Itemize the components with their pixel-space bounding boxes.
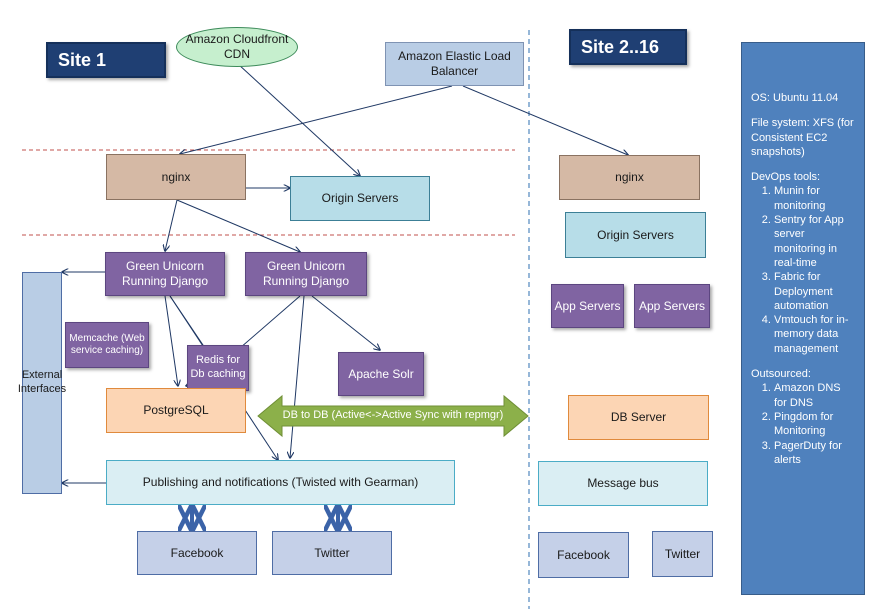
- cloudfront-cdn-node: Amazon Cloudfront CDN: [176, 27, 298, 67]
- redis-node: Redis for Db caching: [187, 345, 249, 391]
- edge-nginx-django1: [165, 199, 178, 251]
- edge-elb-nginx-site2: [462, 85, 628, 155]
- site-2-title: Site 2..16: [569, 29, 687, 65]
- site2-app-servers-node-1: App Servers: [551, 284, 624, 328]
- devops-tools-list: Munin for monitoring Sentry for App serv…: [751, 184, 856, 356]
- edge-cdn-origin: [237, 63, 360, 176]
- site2-message-bus-node: Message bus: [538, 461, 708, 506]
- devops-tool-item: Vmtouch for in-memory data management: [774, 313, 856, 356]
- origin-servers-node: Origin Servers: [290, 176, 430, 221]
- outsourced-item: PagerDuty for alerts: [774, 439, 856, 468]
- filesystem-text: File system: XFS (for Consistent EC2 sna…: [751, 117, 854, 158]
- devops-tool-item: Munin for monitoring: [774, 184, 856, 213]
- devops-tool-item: Fabric for Deployment automation: [774, 270, 856, 313]
- django-node-2: Green Unicorn Running Django: [245, 252, 367, 296]
- outsourced-list: Amazon DNS for DNS Pingdom for Monitorin…: [751, 381, 856, 467]
- outsourced-heading: Outsourced:: [751, 368, 811, 381]
- edge-nginx-django2: [176, 199, 300, 252]
- devops-tool-item: Sentry for App server monitoring in real…: [774, 213, 856, 270]
- outsourced-item: Amazon DNS for DNS: [774, 381, 856, 410]
- site2-facebook-node: Facebook: [538, 532, 629, 578]
- devops-tools-heading: DevOps tools:: [751, 171, 821, 184]
- devops-panel: OS: Ubuntu 11.04 File system: XFS (for C…: [741, 42, 865, 595]
- os-text: OS: Ubuntu 11.04: [751, 92, 839, 104]
- site2-nginx-node: nginx: [559, 155, 700, 200]
- edge-django2-redis: [239, 295, 301, 349]
- nginx-node: nginx: [106, 154, 246, 200]
- site2-twitter-node: Twitter: [652, 531, 713, 577]
- edge-django2-publishing: [290, 295, 305, 458]
- site2-origin-servers-node: Origin Servers: [565, 212, 706, 258]
- replication-arrow: [257, 394, 529, 438]
- postgresql-node: PostgreSQL: [106, 388, 246, 433]
- load-balancer-node: Amazon Elastic Load Balancer: [385, 42, 524, 86]
- replication-label: DB to DB (Active<->Active Sync with repm…: [282, 409, 504, 422]
- site-1-title: Site 1: [46, 42, 166, 78]
- edge-elb-nginx: [180, 85, 453, 154]
- twitter-node: Twitter: [272, 531, 392, 575]
- facebook-node: Facebook: [137, 531, 257, 575]
- outsourced-item: Pingdom for Monitoring: [774, 410, 856, 439]
- solr-node: Apache Solr: [338, 352, 424, 396]
- edge-django2-solr: [311, 295, 380, 350]
- publishing-node: Publishing and notifications (Twisted wi…: [106, 460, 455, 505]
- site2-app-servers-node-2: App Servers: [634, 284, 710, 328]
- edge-django1-postgres: [164, 295, 178, 386]
- django-node-1: Green Unicorn Running Django: [105, 252, 225, 296]
- site2-db-server-node: DB Server: [568, 395, 709, 440]
- memcache-node: Memcache (Web service caching): [65, 322, 149, 368]
- external-interfaces-node: External Interfaces: [18, 272, 66, 494]
